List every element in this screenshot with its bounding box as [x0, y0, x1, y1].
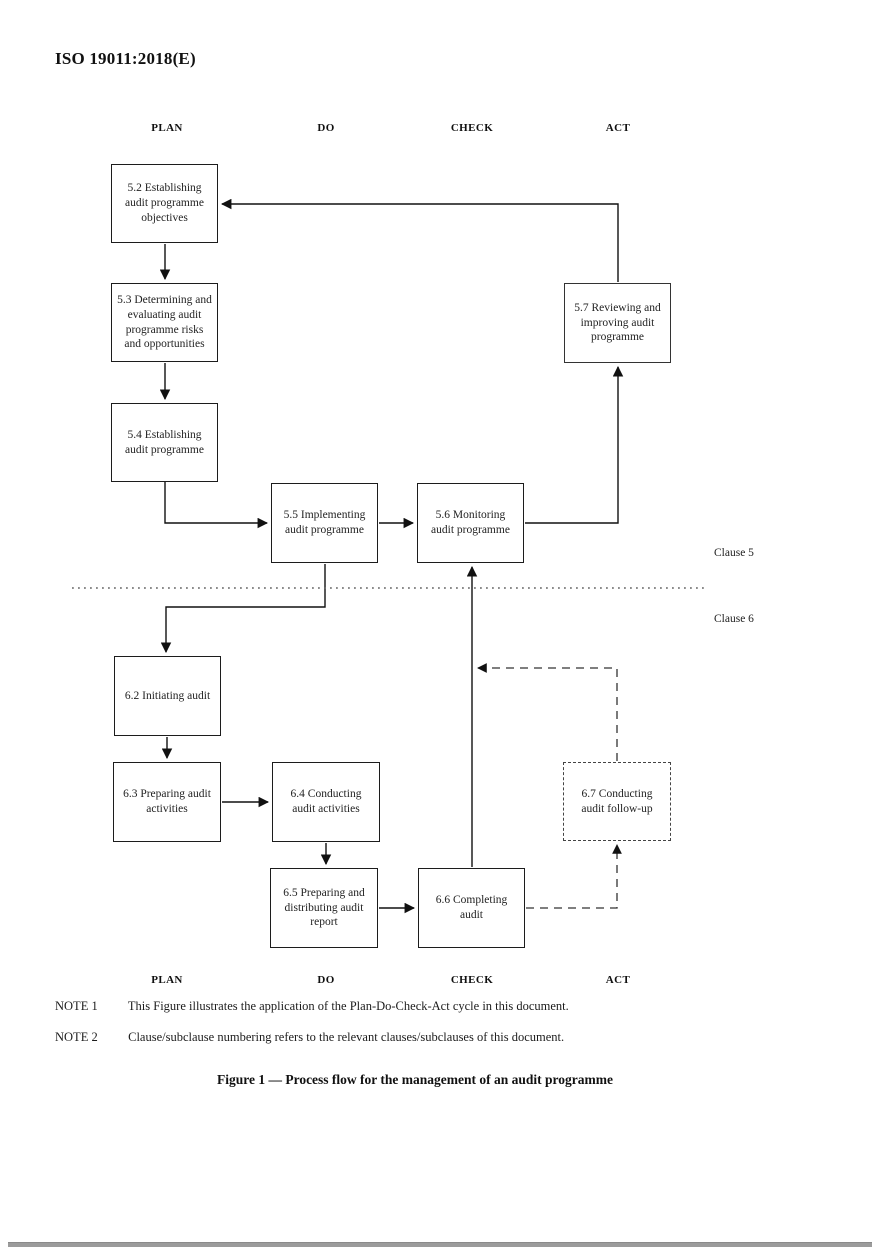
node-label: 6.7 Conducting audit follow-up [581, 787, 653, 815]
node-6-6-completing-audit: 6.6 Completing audit [418, 868, 525, 948]
node-6-2-initiating-audit: 6.2 Initiating audit [114, 656, 221, 736]
note-2-row: NOTE 2 Clause/subclause numbering refers… [55, 1030, 845, 1045]
node-label: 6.4 Conducting audit activities [290, 788, 362, 815]
node-label: 6.3 Preparing audit activities [123, 788, 211, 815]
node-label: 5.7 Reviewing and improving audit progra… [574, 301, 661, 344]
figure-caption: Figure 1 — Process flow for the manageme… [216, 1072, 614, 1087]
node-5-4-establishing-programme: 5.4 Establishing audit programme [111, 403, 218, 482]
edge-5-6-to-5-7 [525, 365, 624, 524]
column-header-plan-top: PLAN [151, 122, 183, 134]
note-1-text: This Figure illustrates the application … [127, 999, 569, 1013]
column-header-act-top: ACT [605, 122, 631, 134]
node-5-2-establishing-objectives: 5.2 Establishing audit programme objecti… [111, 164, 218, 243]
page-bottom-rule [8, 1242, 872, 1247]
note-1-label: NOTE 1 [55, 999, 98, 1013]
node-5-6-monitoring: 5.6 Monitoring audit programme [417, 483, 524, 563]
node-label: 5.5 Implementing audit programme [283, 509, 366, 536]
node-label: 5.4 Establishing audit programme [125, 428, 204, 456]
node-5-5-implementing: 5.5 Implementing audit programme [271, 483, 378, 563]
node-label: 6.5 Preparing and distributing audit rep… [283, 886, 365, 929]
node-label: 5.2 Establishing audit programme objecti… [125, 182, 204, 224]
note-2-label: NOTE 2 [55, 1030, 98, 1044]
note-1-row: NOTE 1 This Figure illustrates the appli… [55, 999, 845, 1014]
clause-6-label: Clause 6 [714, 613, 754, 625]
node-5-7-reviewing-improving: 5.7 Reviewing and improving audit progra… [564, 283, 671, 363]
edge-6-6-to-6-7-dashed [526, 844, 622, 909]
node-label: 6.2 Initiating audit [124, 689, 211, 702]
column-header-check-top: CHECK [450, 122, 494, 134]
node-6-5-audit-report: 6.5 Preparing and distributing audit rep… [270, 868, 378, 948]
column-header-plan-bottom: PLAN [151, 974, 183, 986]
node-5-3-risks-opportunities: 5.3 Determining and evaluating audit pro… [111, 283, 218, 362]
column-header-do-bottom: DO [317, 974, 335, 986]
document-id: ISO 19011:2018(E) [55, 49, 196, 68]
column-header-check-bottom: CHECK [450, 974, 494, 986]
column-header-act-bottom: ACT [605, 974, 631, 986]
column-header-do-top: DO [317, 122, 335, 134]
edge-6-7-to-5-6-dashed [477, 663, 618, 761]
node-label: 6.6 Completing audit [435, 894, 508, 921]
edge-5-5-to-6-2 [160, 564, 326, 654]
edge-5-4-to-5-5 [164, 482, 269, 529]
node-6-3-preparing-activities: 6.3 Preparing audit activities [113, 762, 221, 842]
edge-5-7-to-5-2 [220, 198, 619, 282]
clause-5-label: Clause 5 [714, 547, 754, 559]
note-2-text: Clause/subclause numbering refers to the… [128, 1030, 565, 1044]
node-6-7-audit-follow-up: 6.7 Conducting audit follow-up [563, 762, 671, 841]
node-label: 5.3 Determining and evaluating audit pro… [117, 294, 212, 351]
node-6-4-conducting-activities: 6.4 Conducting audit activities [272, 762, 380, 842]
node-label: 5.6 Monitoring audit programme [431, 509, 510, 536]
